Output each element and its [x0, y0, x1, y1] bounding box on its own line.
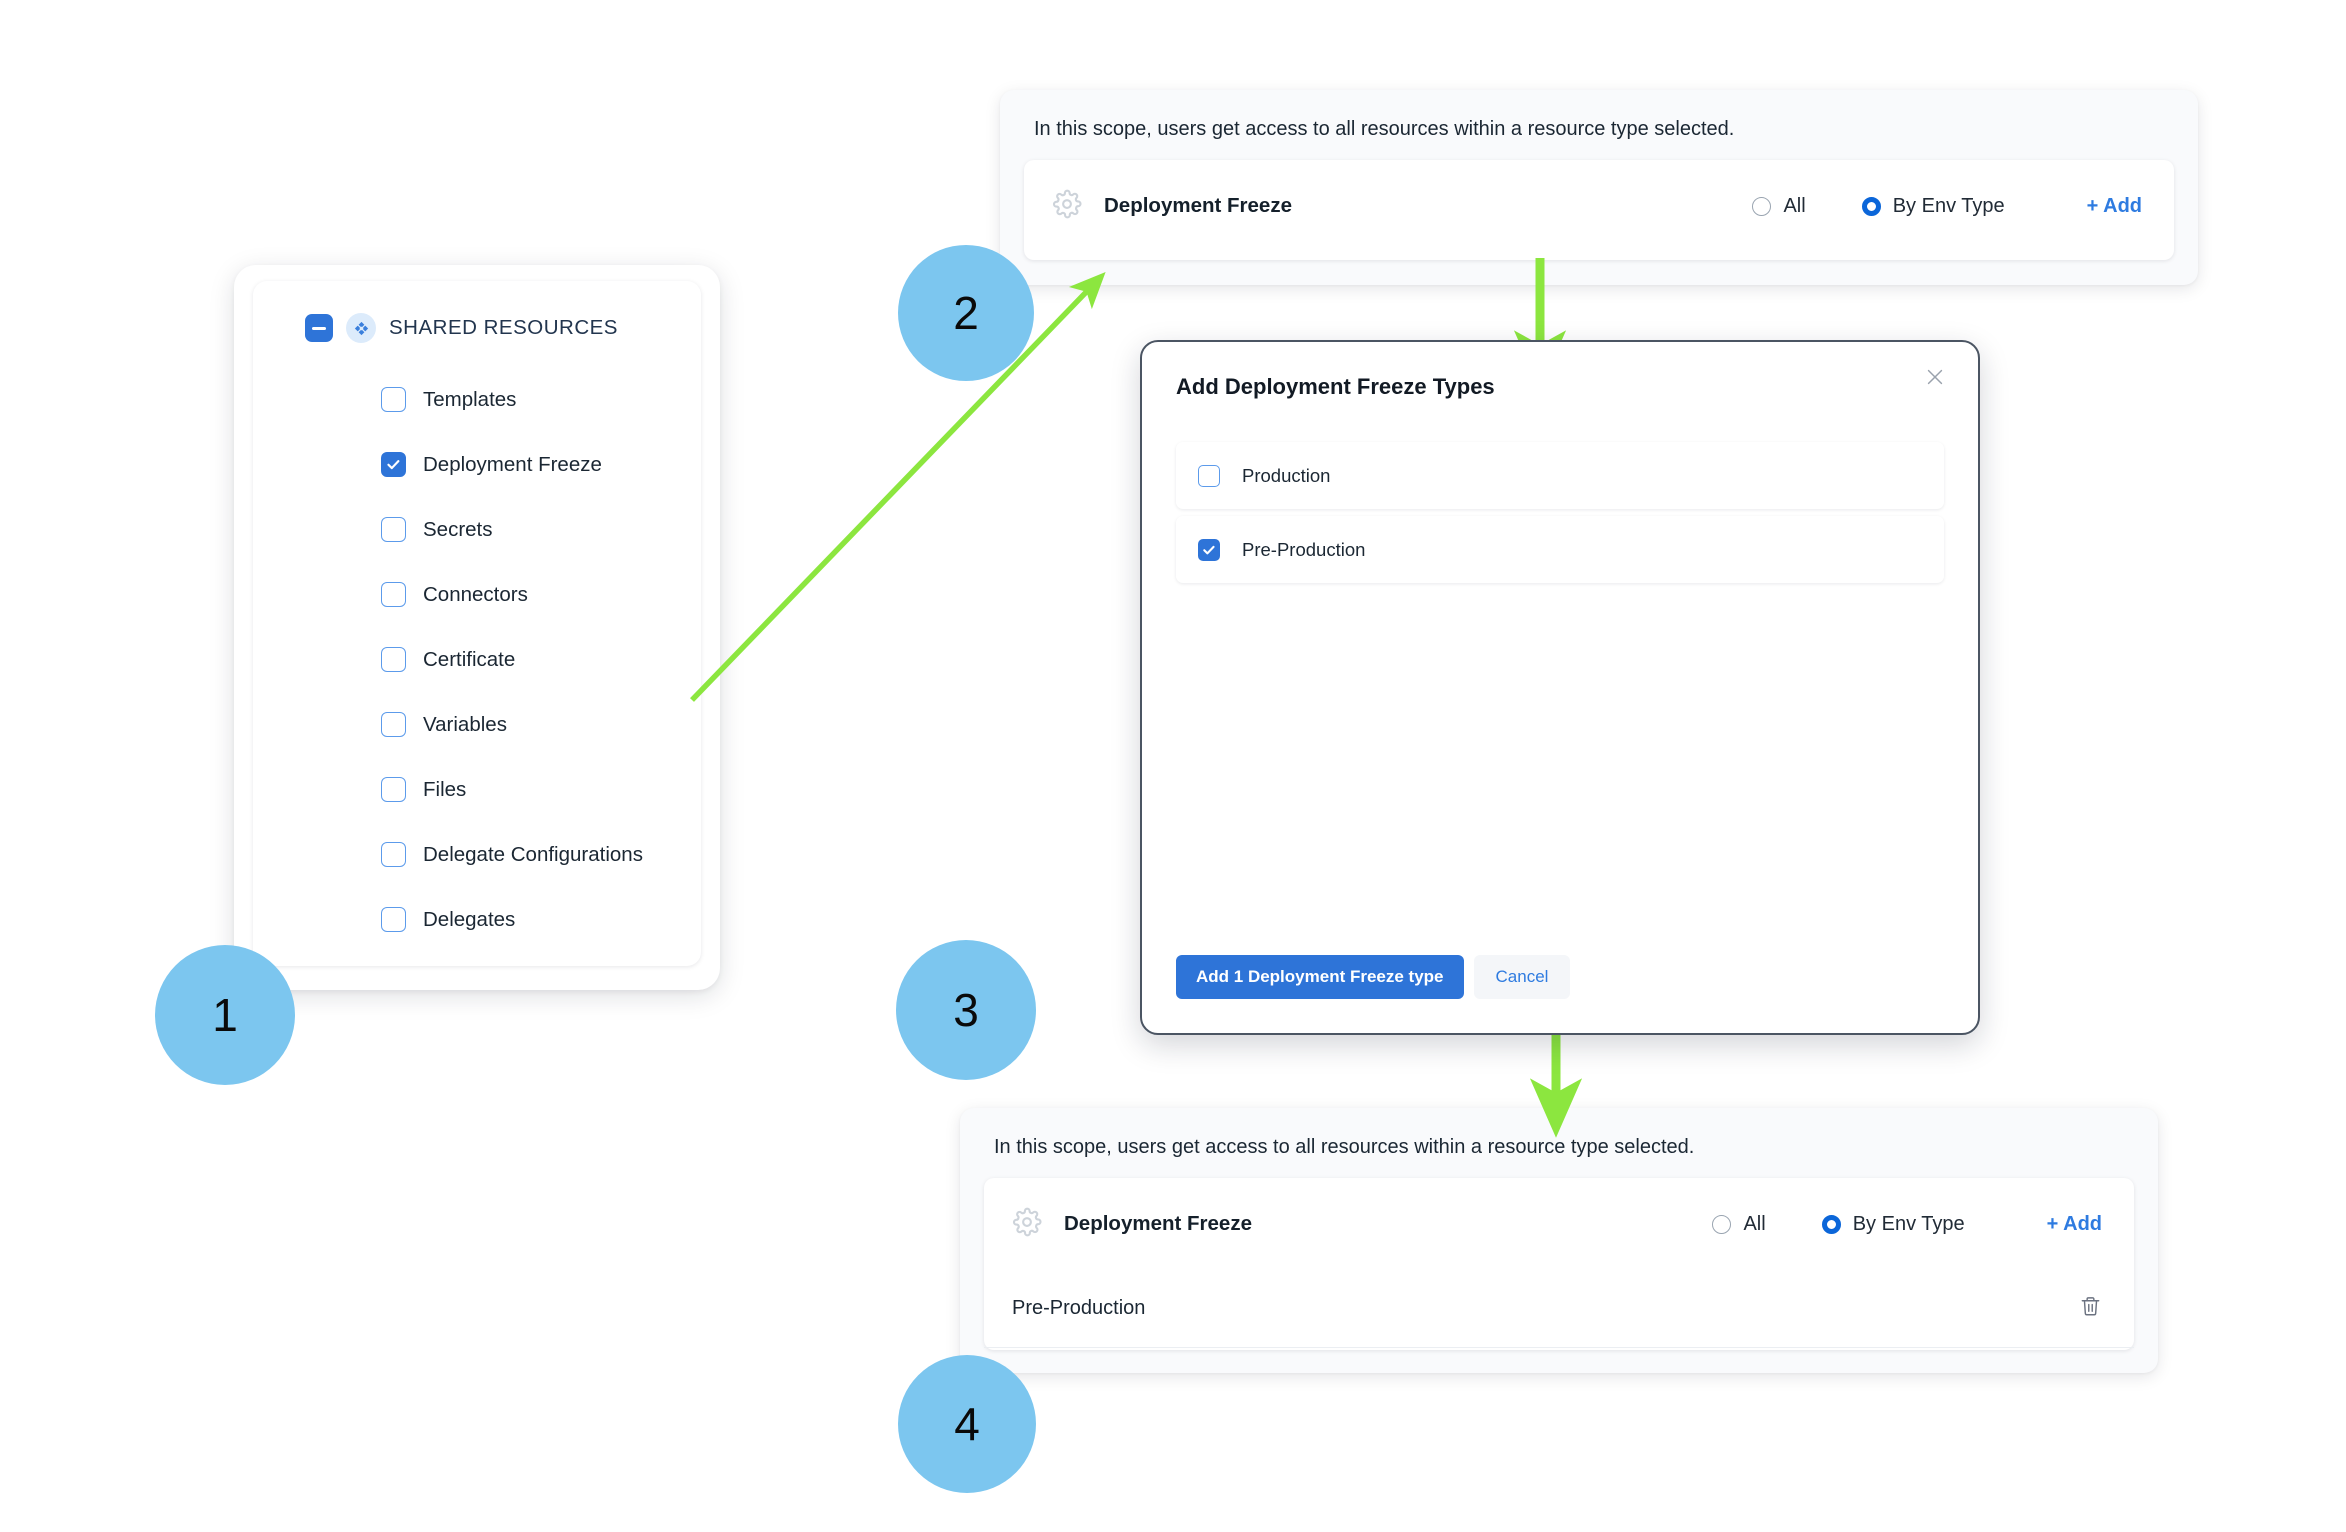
checkbox-variables[interactable] [381, 712, 406, 737]
add-deployment-freeze-types-modal: Add Deployment Freeze Types Production P… [1140, 340, 1980, 1035]
resource-label: Certificate [423, 647, 516, 671]
resource-item-secrets[interactable]: Secrets [253, 497, 701, 562]
checkbox-pre-production[interactable] [1198, 538, 1220, 561]
radio-option-by-env-type[interactable]: By Env Type [1821, 1212, 1965, 1236]
radio-by-env-type-label: By Env Type [1892, 194, 2005, 217]
selected-env-type-label: Pre-Production [1012, 1297, 1146, 1319]
scope-note: In this scope, users get access to all r… [1034, 118, 1735, 140]
step-marker-2: 2 [898, 245, 1034, 381]
resource-label: Deployment Freeze [423, 452, 602, 476]
shared-resources-panel: SHARED RESOURCES Templates Deployment Fr… [234, 265, 720, 990]
radio-all-label: All [1743, 1212, 1766, 1235]
step-number: 1 [212, 989, 238, 1041]
resource-label: Templates [423, 387, 517, 411]
arrow-1-to-2 [690, 271, 1106, 702]
step-marker-1: 1 [155, 945, 295, 1085]
scope-note: In this scope, users get access to all r… [994, 1136, 1695, 1158]
scope-resource-card: Deployment Freeze All By Env Type + Add … [984, 1178, 2134, 1350]
step-number: 4 [954, 1398, 980, 1450]
add-freeze-type-button[interactable]: Add 1 Deployment Freeze type [1176, 955, 1464, 999]
group-checkbox-indeterminate[interactable] [305, 314, 333, 342]
scope-resource-row: Deployment Freeze All By Env Type + Add [1024, 160, 2174, 252]
step-marker-3: 3 [896, 940, 1036, 1080]
scope-resource-name: Deployment Freeze [1064, 1212, 1252, 1235]
add-button[interactable]: + Add [2046, 1212, 2102, 1235]
checkbox-templates[interactable] [381, 387, 406, 412]
checkbox-secrets[interactable] [381, 517, 406, 542]
resource-label: Connectors [423, 582, 528, 606]
step-number: 3 [953, 984, 979, 1036]
resource-item-templates[interactable]: Templates [253, 367, 701, 432]
checkbox-production[interactable] [1198, 464, 1220, 487]
resource-label: Secrets [423, 517, 493, 541]
radio-all[interactable] [1752, 196, 1772, 216]
scope-resource-name: Deployment Freeze [1104, 194, 1292, 217]
step-number: 2 [953, 287, 979, 339]
resource-label: Files [423, 777, 467, 801]
radio-by-env-type[interactable] [1861, 196, 1881, 216]
radio-option-by-env-type[interactable]: By Env Type [1861, 194, 2005, 218]
radio-by-env-type-label: By Env Type [1852, 1212, 1965, 1235]
selected-env-type-row: Pre-Production [984, 1270, 2134, 1348]
radio-all-label: All [1783, 194, 1806, 217]
resource-label: Delegates [423, 907, 516, 931]
scope-resource-row: Deployment Freeze All By Env Type + Add [984, 1178, 2134, 1270]
scope-panel-after: In this scope, users get access to all r… [960, 1108, 2158, 1373]
scope-controls: All By Env Type + Add [1696, 195, 2142, 218]
modal-option-production[interactable]: Production [1176, 442, 1944, 509]
radio-option-all[interactable]: All [1712, 1212, 1766, 1236]
checkbox-deployment-freeze[interactable] [381, 452, 406, 477]
radio-option-all[interactable]: All [1752, 194, 1806, 218]
resource-item-files[interactable]: Files [253, 757, 701, 822]
shared-resources-card: SHARED RESOURCES Templates Deployment Fr… [253, 281, 701, 966]
resource-label: Delegate Configurations [423, 842, 643, 866]
scope-controls: All By Env Type + Add [1656, 1213, 2102, 1236]
radio-all[interactable] [1712, 1214, 1732, 1234]
radio-by-env-type[interactable] [1821, 1214, 1841, 1234]
shared-resources-list: Templates Deployment Freeze Secrets [253, 343, 701, 952]
checkbox-connectors[interactable] [381, 582, 406, 607]
add-button[interactable]: + Add [2086, 194, 2142, 217]
checkbox-files[interactable] [381, 777, 406, 802]
checkbox-certificate[interactable] [381, 647, 406, 672]
cancel-button[interactable]: Cancel [1473, 955, 1571, 999]
modal-option-list: Production Pre-Production [1176, 442, 1944, 590]
modal-title: Add Deployment Freeze Types [1176, 374, 1495, 399]
shared-resources-icon [346, 313, 376, 343]
close-icon[interactable] [1918, 360, 1952, 394]
resource-item-connectors[interactable]: Connectors [253, 562, 701, 627]
resource-item-delegate-configurations[interactable]: Delegate Configurations [253, 822, 701, 887]
step-marker-4: 4 [898, 1355, 1036, 1493]
resource-item-delegates[interactable]: Delegates [253, 887, 701, 952]
modal-option-pre-production[interactable]: Pre-Production [1176, 516, 1944, 583]
gear-icon [1052, 189, 1082, 224]
resource-item-variables[interactable]: Variables [253, 692, 701, 757]
delete-icon[interactable] [2079, 1295, 2102, 1323]
modal-option-label: Pre-Production [1242, 538, 1366, 560]
modal-option-label: Production [1242, 464, 1331, 486]
resource-item-certificate[interactable]: Certificate [253, 627, 701, 692]
scope-panel-before: In this scope, users get access to all r… [1000, 90, 2198, 285]
shared-resources-header[interactable]: SHARED RESOURCES [253, 281, 701, 343]
modal-footer: Add 1 Deployment Freeze type Cancel [1176, 955, 1571, 999]
resource-item-deployment-freeze[interactable]: Deployment Freeze [253, 432, 701, 497]
scope-resource-card: Deployment Freeze All By Env Type + Add [1024, 160, 2174, 260]
minus-icon [312, 326, 326, 330]
checkbox-delegates[interactable] [381, 907, 406, 932]
checkbox-delegate-configurations[interactable] [381, 842, 406, 867]
gear-icon [1012, 1207, 1042, 1242]
shared-resources-title: SHARED RESOURCES [389, 316, 618, 339]
resource-label: Variables [423, 712, 507, 736]
